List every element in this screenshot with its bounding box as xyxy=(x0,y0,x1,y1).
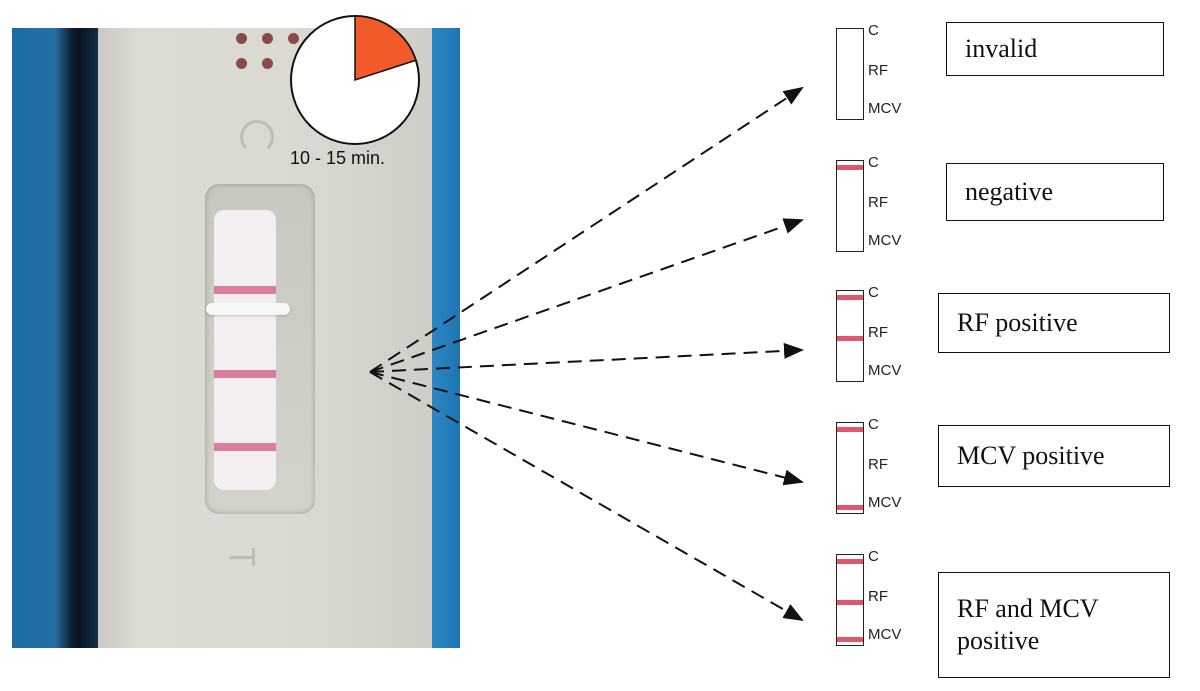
result-band-mcv xyxy=(837,637,863,642)
band-label-mcv: MCV xyxy=(868,362,902,379)
decor-dot xyxy=(236,33,247,44)
strip-band-c xyxy=(214,286,276,294)
band-label-c: C xyxy=(868,284,879,301)
result-arrow xyxy=(369,342,804,373)
band-label-rf: RF xyxy=(868,588,888,605)
result-label-box: negative xyxy=(946,163,1164,221)
result-label-box: RF positive xyxy=(938,293,1170,353)
band-label-mcv: MCV xyxy=(868,494,902,511)
timer-label: 10 - 15 min. xyxy=(290,148,386,168)
result-strip-0 xyxy=(836,28,864,120)
band-label-c: C xyxy=(868,22,879,39)
timer-clock-icon xyxy=(290,15,420,145)
band-label-rf: RF xyxy=(868,456,888,473)
result-arrow xyxy=(369,371,804,621)
band-label-rf: RF xyxy=(868,324,888,341)
result-band-c xyxy=(837,165,863,170)
result-label-box: RF and MCV positive xyxy=(938,572,1170,678)
strip-band-rf xyxy=(214,370,276,378)
decor-dot xyxy=(236,58,247,69)
result-strip-3 xyxy=(836,422,864,514)
result-band-c xyxy=(837,427,863,432)
result-band-c xyxy=(837,559,863,564)
decor-dot xyxy=(262,58,273,69)
decor-dot xyxy=(288,33,299,44)
band-label-rf: RF xyxy=(868,62,888,79)
band-label-c: C xyxy=(868,548,879,565)
band-label-rf: RF xyxy=(868,194,888,211)
result-label-box: invalid xyxy=(946,22,1164,76)
result-band-mcv xyxy=(837,505,863,510)
result-strip-2 xyxy=(836,290,864,382)
band-label-c: C xyxy=(868,154,879,171)
result-strip-4 xyxy=(836,554,864,646)
band-label-mcv: MCV xyxy=(868,232,902,249)
band-label-c: C xyxy=(868,416,879,433)
result-arrow xyxy=(369,371,804,486)
result-arrow xyxy=(369,86,804,373)
sample-well-icon xyxy=(240,120,274,154)
timer-elapsed-slice xyxy=(354,15,417,82)
result-band-rf xyxy=(837,600,863,605)
result-strip-1 xyxy=(836,160,864,252)
band-label-mcv: MCV xyxy=(868,100,902,117)
sample-mark-icon xyxy=(230,556,254,559)
result-band-rf xyxy=(837,336,863,341)
strip-tab xyxy=(206,303,290,315)
band-label-mcv: MCV xyxy=(868,626,902,643)
decor-dot xyxy=(262,33,273,44)
strip-band-mcv xyxy=(214,443,276,451)
result-arrow xyxy=(369,218,804,373)
result-band-c xyxy=(837,295,863,300)
result-label-box: MCV positive xyxy=(938,425,1170,487)
